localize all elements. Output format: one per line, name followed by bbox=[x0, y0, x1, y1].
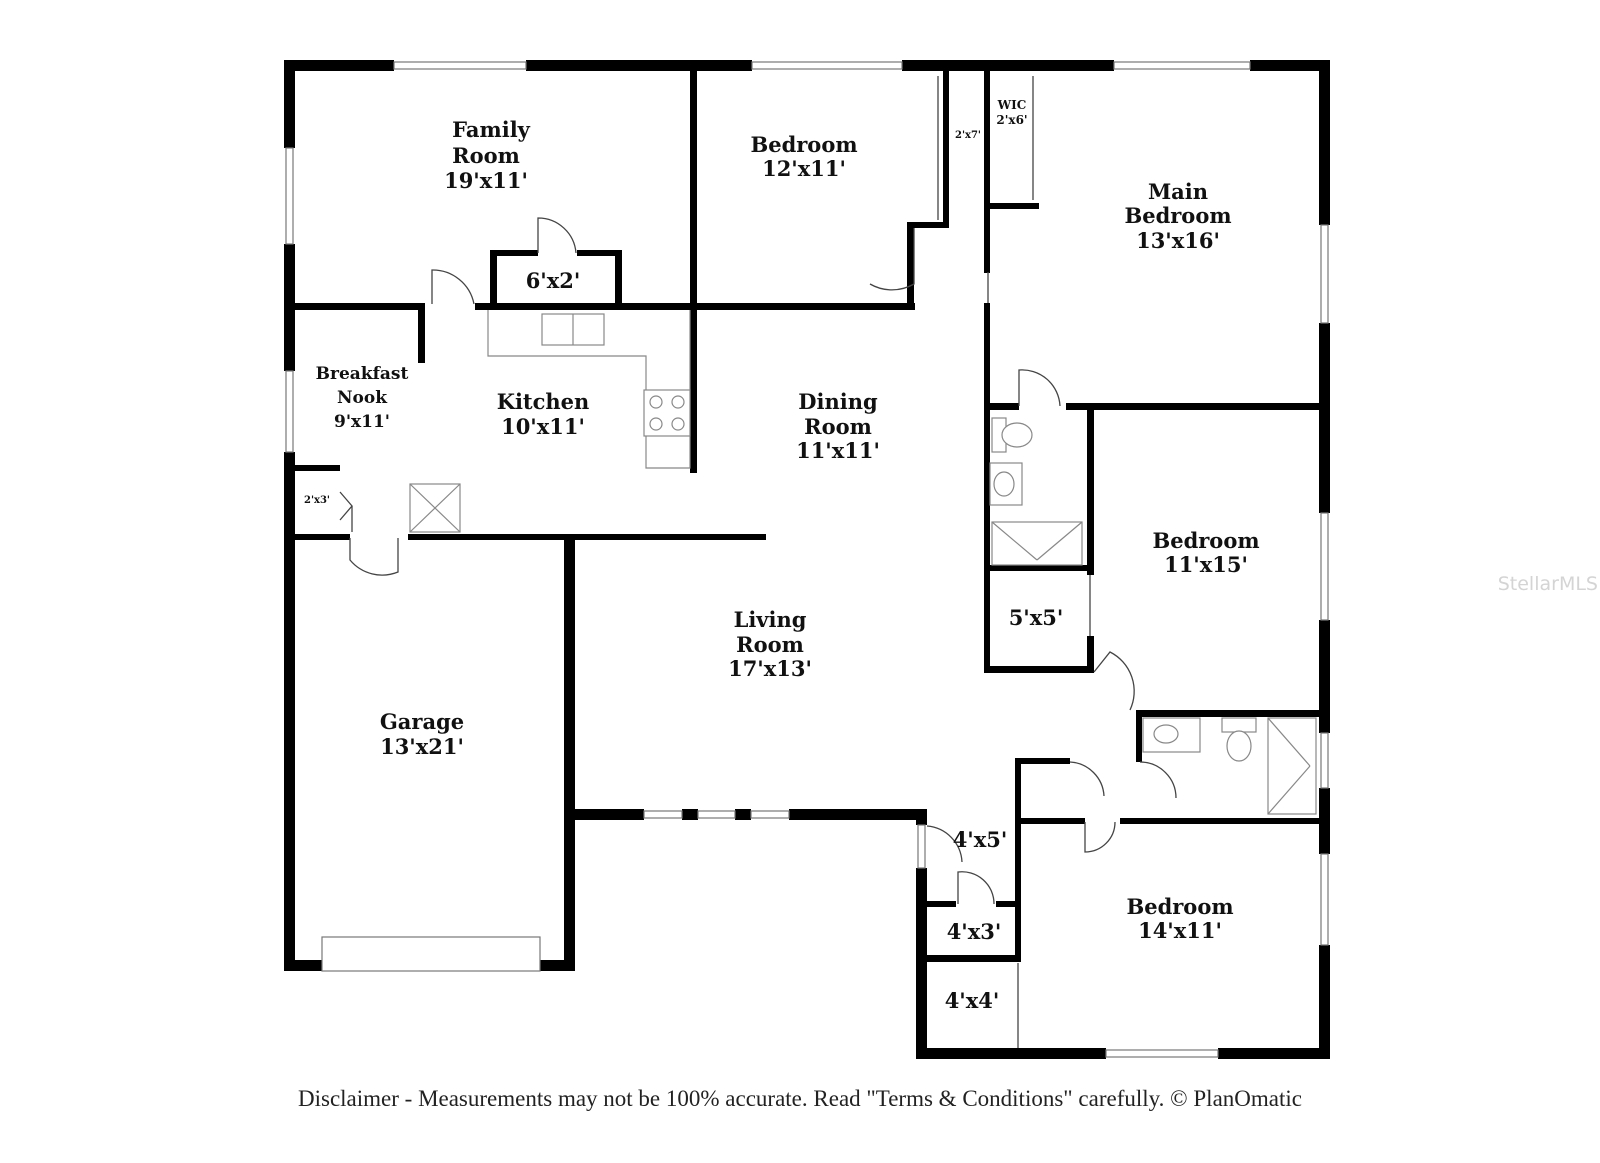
doors bbox=[339, 76, 1177, 1048]
family-room-name-line2: Room bbox=[452, 143, 520, 168]
bedroom-3-name: Bedroom bbox=[1126, 894, 1233, 919]
shower-icon bbox=[1267, 717, 1317, 815]
family-room-name-line1: Family bbox=[452, 117, 531, 142]
garage-size: 13'x21' bbox=[380, 734, 464, 759]
room-bedroom-1: Bedroom 12'x11' bbox=[750, 132, 857, 181]
room-kitchen: Kitchen 10'x11' bbox=[497, 389, 590, 439]
room-living-room: Living Room 17'x13' bbox=[728, 607, 812, 681]
shower-icon bbox=[991, 521, 1083, 566]
wic-size: 2'x6' bbox=[996, 113, 1027, 127]
breakfast-nook-size: 9'x11' bbox=[334, 412, 390, 432]
room-dining-room: Dining Room 11'x11' bbox=[796, 389, 880, 463]
closet-f-size: 4'x4' bbox=[945, 988, 1000, 1013]
kitchen-name: Kitchen bbox=[497, 389, 590, 414]
room-family-room: Family Room 19'x11' bbox=[444, 117, 531, 193]
room-bedroom-2: Bedroom 11'x15' bbox=[1152, 528, 1259, 577]
interior-walls bbox=[295, 71, 1330, 962]
family-room-size: 19'x11' bbox=[444, 168, 528, 193]
room-garage: Garage 13'x21' bbox=[380, 709, 464, 759]
main-bedroom-name-line1: Main bbox=[1148, 179, 1208, 204]
room-breakfast-nook: Breakfast Nook 9'x11' bbox=[316, 364, 409, 432]
stove-icon bbox=[643, 389, 691, 437]
closet-e-size: 4'x3' bbox=[947, 919, 1002, 944]
main-bedroom-name-line2: Bedroom bbox=[1124, 203, 1231, 228]
breakfast-nook-name-line1: Breakfast bbox=[316, 364, 409, 384]
room-wic: WIC 2'x6' bbox=[996, 98, 1027, 127]
exterior-walls bbox=[284, 60, 1330, 1059]
bedroom-1-size: 12'x11' bbox=[762, 156, 846, 181]
breakfast-nook-name-line2: Nook bbox=[337, 388, 388, 408]
wic-name: WIC bbox=[997, 98, 1027, 112]
disclaimer-text: Disclaimer - Measurements may not be 100… bbox=[298, 1086, 1302, 1111]
closet-a-size: 2'x7' bbox=[955, 130, 981, 141]
bedroom-2-name: Bedroom bbox=[1152, 528, 1259, 553]
dining-room-name-line2: Room bbox=[804, 414, 872, 439]
hall-d-size: 4'x5' bbox=[953, 827, 1008, 852]
pantry-size: 6'x2' bbox=[526, 268, 581, 293]
room-main-bedroom: Main Bedroom 13'x16' bbox=[1124, 179, 1231, 253]
bedroom-1-name: Bedroom bbox=[750, 132, 857, 157]
living-room-size: 17'x13' bbox=[728, 656, 812, 681]
toilet-icon bbox=[1221, 717, 1257, 733]
living-room-name-line2: Room bbox=[736, 632, 804, 657]
windows bbox=[285, 61, 1329, 1058]
bedroom-2-size: 11'x15' bbox=[1164, 552, 1248, 577]
closet-c-size: 5'x5' bbox=[1009, 605, 1064, 630]
living-room-name-line1: Living bbox=[734, 607, 807, 632]
main-bedroom-size: 13'x16' bbox=[1136, 228, 1220, 253]
bathroom-fixtures bbox=[989, 417, 1317, 815]
dining-room-name-line1: Dining bbox=[798, 389, 878, 414]
room-bedroom-3: Bedroom 14'x11' bbox=[1126, 894, 1233, 943]
kitchen-fixtures bbox=[409, 310, 691, 533]
garage-name: Garage bbox=[380, 709, 464, 734]
kitchen-size: 10'x11' bbox=[501, 414, 585, 439]
closet-b-size: 2'x3' bbox=[304, 495, 330, 506]
bedroom-3-size: 14'x11' bbox=[1138, 918, 1222, 943]
dining-room-size: 11'x11' bbox=[796, 438, 880, 463]
watermark-logo: StellarMLS bbox=[1498, 573, 1598, 595]
